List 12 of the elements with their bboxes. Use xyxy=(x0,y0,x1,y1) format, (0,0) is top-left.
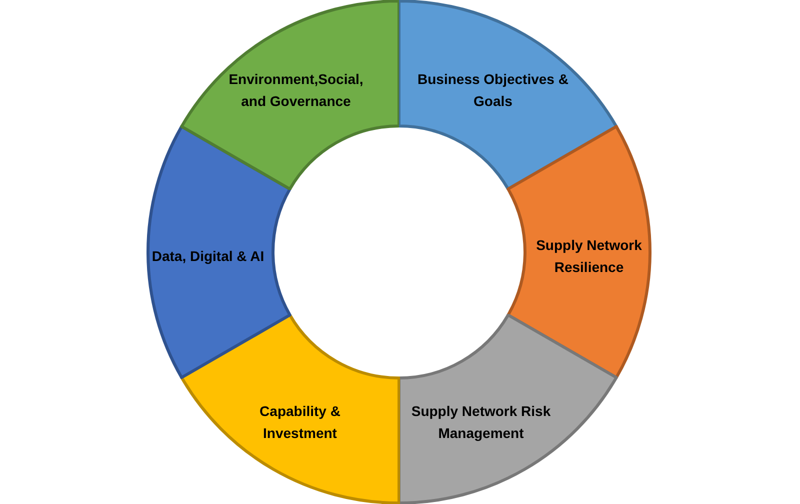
segment-label: Capability & Investment xyxy=(258,402,342,443)
segment-label: Business Objectives & Goals xyxy=(417,70,569,111)
donut-segment xyxy=(399,314,618,504)
donut-segment xyxy=(146,125,292,379)
donut-segment xyxy=(180,314,400,504)
segment-label: Data, Digital & AI xyxy=(150,247,266,266)
donut-segment xyxy=(506,125,652,379)
segment-label: Supply Network Resilience xyxy=(535,236,643,277)
donut-segment xyxy=(399,0,618,190)
segment-label: Environment,Social, and Governance xyxy=(228,70,364,111)
donut-segment xyxy=(180,0,399,190)
segment-label: Supply Network Risk Management xyxy=(410,402,552,443)
